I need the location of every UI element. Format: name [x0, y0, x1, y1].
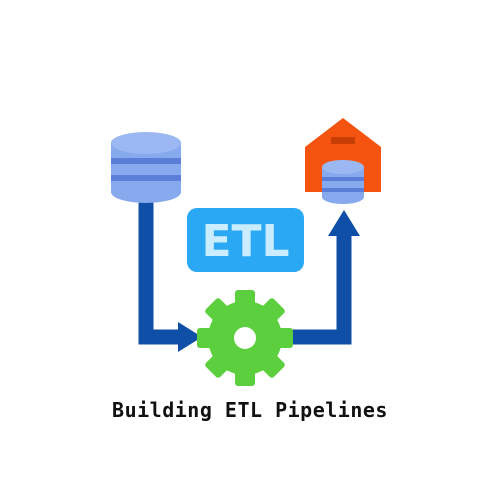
etl-badge: ETL	[187, 208, 304, 272]
gear-icon	[197, 290, 293, 386]
etl-label: ETL	[201, 216, 289, 267]
destination-database-icon	[322, 160, 364, 204]
load-arrow	[285, 210, 360, 345]
database-icon	[111, 132, 181, 203]
warehouse-icon	[305, 118, 381, 204]
caption-title: Building ETL Pipelines	[112, 398, 388, 422]
extract-arrow	[138, 200, 202, 352]
